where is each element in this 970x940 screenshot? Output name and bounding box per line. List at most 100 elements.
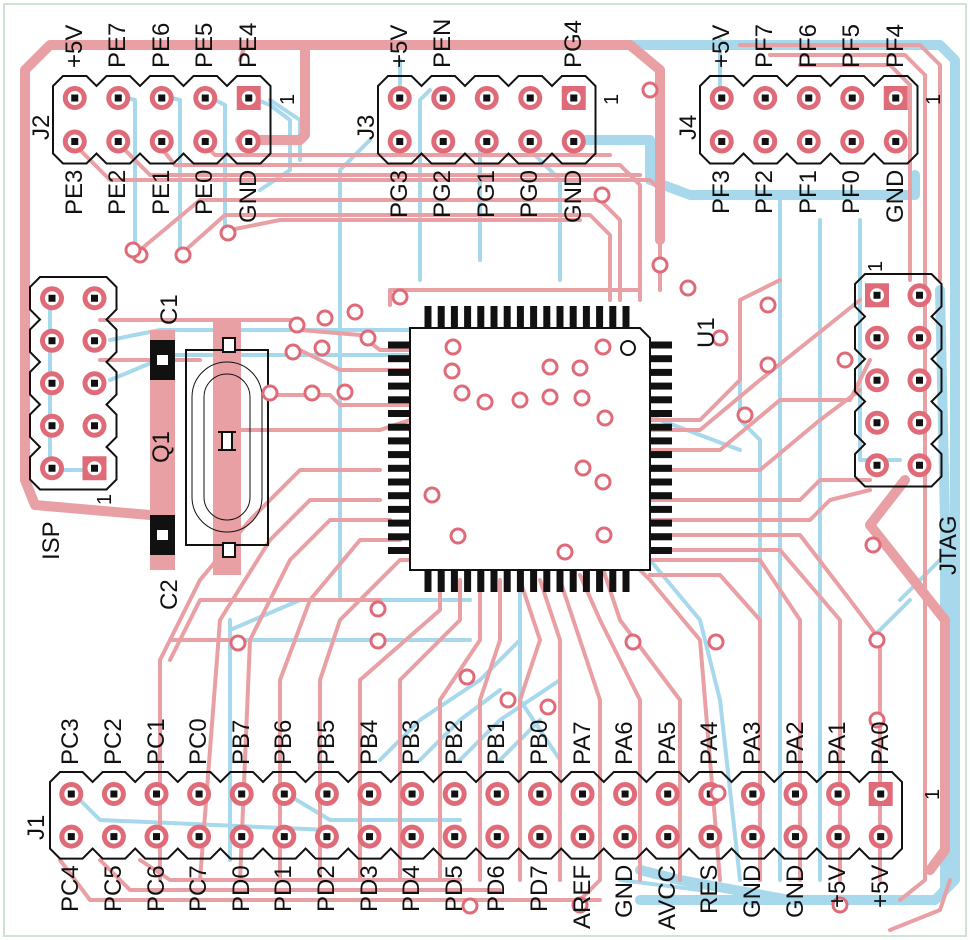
header-pad bbox=[40, 328, 64, 353]
u1-pin-bottom bbox=[450, 570, 458, 592]
u1-pin-top bbox=[582, 306, 590, 328]
j2-header bbox=[52, 75, 272, 165]
header-pad bbox=[357, 824, 382, 849]
header-pad bbox=[613, 782, 638, 806]
u1-pin-top bbox=[503, 306, 511, 328]
header-pad bbox=[229, 782, 254, 806]
j4-header bbox=[699, 75, 919, 165]
via bbox=[261, 384, 279, 402]
via bbox=[868, 711, 886, 729]
u1-pin-right bbox=[650, 423, 672, 431]
header-pad bbox=[865, 368, 889, 393]
u1-pin-top bbox=[596, 306, 604, 328]
via bbox=[594, 473, 612, 491]
u1-pin-left bbox=[388, 533, 410, 541]
header-pad bbox=[314, 782, 339, 806]
u1-pin-right bbox=[650, 451, 672, 459]
via bbox=[229, 634, 247, 652]
header-pad bbox=[907, 283, 932, 308]
u1-pin-top bbox=[450, 306, 458, 328]
header-pad bbox=[907, 325, 932, 350]
header-pad bbox=[357, 782, 382, 806]
header-pad bbox=[865, 283, 889, 308]
header-pad bbox=[570, 782, 595, 806]
u1-pin-left bbox=[388, 423, 410, 431]
via bbox=[573, 389, 591, 407]
header-pad bbox=[187, 824, 212, 849]
header-pad bbox=[527, 782, 552, 806]
header-pad bbox=[865, 410, 889, 435]
header-pad bbox=[796, 129, 821, 154]
header-pad bbox=[561, 86, 586, 110]
via bbox=[219, 224, 237, 242]
header-pad bbox=[40, 286, 64, 311]
via bbox=[571, 896, 589, 914]
u1-pin-top bbox=[464, 306, 472, 328]
isp-header bbox=[29, 276, 118, 491]
j1-header bbox=[49, 771, 903, 860]
u1-pin-bottom bbox=[503, 570, 511, 592]
u1-pin-bottom bbox=[609, 570, 617, 592]
u1-pin-top bbox=[556, 306, 564, 328]
via bbox=[313, 339, 331, 357]
u1-pin-right bbox=[650, 505, 672, 513]
via bbox=[423, 486, 441, 504]
via bbox=[336, 383, 354, 401]
u1-pin-top bbox=[424, 306, 432, 328]
u1-pin-left bbox=[388, 410, 410, 417]
u1-pin-left bbox=[388, 464, 410, 472]
header-pad bbox=[82, 371, 107, 396]
via bbox=[346, 303, 364, 321]
via bbox=[679, 279, 697, 297]
via bbox=[458, 668, 476, 686]
header-pad bbox=[840, 129, 865, 154]
via bbox=[476, 393, 494, 411]
u1-pin-right bbox=[650, 547, 672, 554]
u1-pin-right bbox=[650, 410, 672, 417]
header-pad bbox=[82, 328, 107, 353]
header-pad bbox=[106, 86, 131, 110]
u1-pin-right bbox=[650, 368, 672, 376]
header-pad bbox=[561, 129, 586, 154]
u1-pin-bottom bbox=[464, 570, 472, 592]
via bbox=[736, 406, 754, 424]
header-pad bbox=[865, 453, 889, 478]
via bbox=[594, 338, 612, 356]
via bbox=[539, 698, 557, 716]
u1-pin-left bbox=[388, 368, 410, 376]
header-pad bbox=[907, 410, 932, 435]
header-pad bbox=[518, 129, 543, 154]
u1-pin-bottom bbox=[582, 570, 590, 592]
header-pad bbox=[62, 129, 87, 154]
u1-pin-left bbox=[388, 437, 410, 445]
via bbox=[624, 633, 642, 651]
header-pad bbox=[59, 782, 84, 806]
header-pad bbox=[387, 86, 412, 110]
u1-pin-right bbox=[650, 492, 672, 500]
header-pad bbox=[144, 824, 169, 849]
via bbox=[641, 81, 659, 99]
header-pad bbox=[106, 129, 131, 154]
u1-pin-top bbox=[437, 306, 445, 328]
header-pad bbox=[826, 782, 851, 806]
header-pad bbox=[796, 86, 821, 110]
u1-pin-top bbox=[543, 306, 551, 328]
via bbox=[124, 241, 142, 259]
via bbox=[369, 632, 387, 650]
via bbox=[453, 384, 471, 402]
via bbox=[571, 359, 589, 377]
u1-pin-top bbox=[516, 306, 524, 328]
header-pad bbox=[431, 86, 456, 110]
header-pad bbox=[82, 413, 107, 438]
u1-pin-top bbox=[569, 306, 577, 328]
q1-crystal bbox=[150, 320, 269, 575]
via bbox=[316, 309, 334, 327]
u1-pin-right bbox=[650, 478, 672, 486]
u1-pin-left bbox=[388, 382, 410, 390]
via bbox=[461, 897, 479, 915]
header-pad bbox=[101, 824, 126, 849]
via bbox=[284, 343, 302, 361]
u1-pin-bottom bbox=[622, 570, 630, 592]
via bbox=[711, 329, 729, 347]
